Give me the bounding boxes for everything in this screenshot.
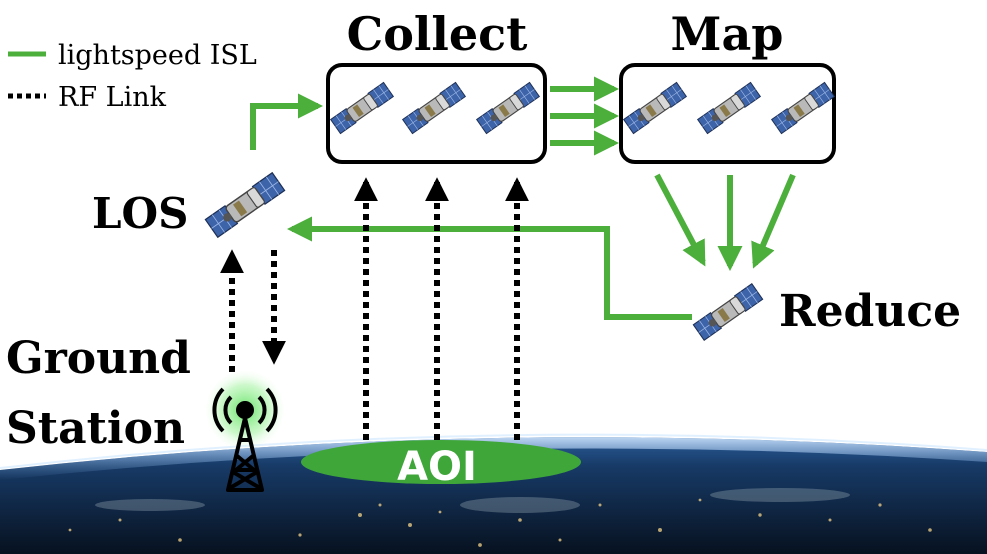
isl-reduce-to-los [286,216,692,320]
aoi-region [301,440,581,484]
aoi-label: AOI [397,444,477,490]
legend-rf-label: RF Link [58,82,167,113]
isl-los-to-collect [250,93,324,150]
isl-map-to-reduce-3 [751,173,796,269]
ground-station-label-line1: Ground [6,333,191,384]
isl-links [250,76,796,320]
reduce-label: Reduce [779,286,961,337]
legend-isl-label: lightspeed ISL [58,40,257,71]
map-label: Map [671,7,784,61]
reduce-satellite-icon [692,283,764,341]
rf-links [220,177,529,440]
los-label: LOS [92,189,188,238]
los-satellite-icon [204,172,286,238]
collect-label: Collect [347,7,529,61]
radio-tower-icon [203,368,287,492]
ground-station-label-line2: Station [6,403,185,454]
legend: lightspeed ISL RF Link [8,40,257,113]
isl-map-to-reduce-1 [654,173,706,267]
